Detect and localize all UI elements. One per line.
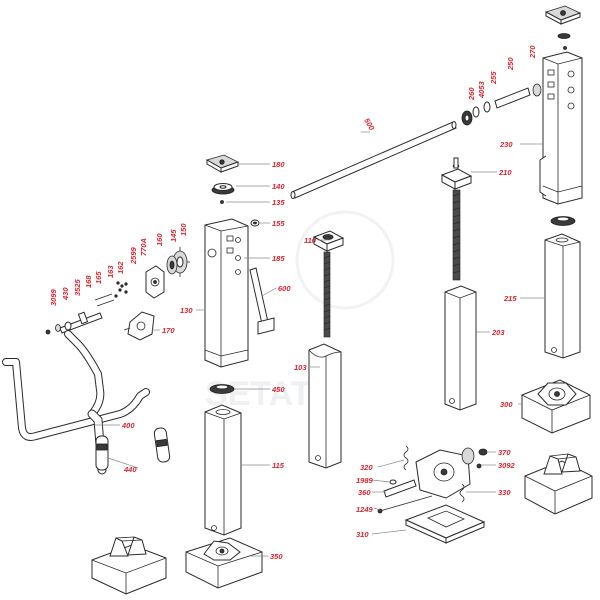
top-plate-180 bbox=[205, 154, 240, 173]
label-165: 165 bbox=[94, 271, 103, 284]
inner-tube-203 bbox=[444, 285, 477, 411]
label-1249: 1249 bbox=[356, 505, 374, 514]
label-360: 360 bbox=[358, 488, 371, 497]
label-3099: 3099 bbox=[49, 288, 58, 306]
handle-grip-440 bbox=[95, 427, 171, 471]
label-145: 145 bbox=[169, 229, 178, 242]
washer-right bbox=[550, 216, 576, 226]
label-210: 210 bbox=[498, 168, 512, 177]
lift-screw-short bbox=[323, 251, 331, 338]
label-440: 440 bbox=[123, 465, 137, 474]
bevel-gear-140 bbox=[211, 183, 235, 195]
label-203: 203 bbox=[491, 328, 505, 337]
foot-350 bbox=[185, 537, 263, 589]
spring-320 bbox=[403, 445, 409, 471]
label-430: 430 bbox=[61, 287, 70, 301]
label-150: 150 bbox=[179, 223, 188, 236]
label-168: 168 bbox=[84, 275, 93, 288]
gear-145 bbox=[166, 255, 178, 275]
small-hardware-cluster bbox=[94, 281, 128, 307]
label-450: 450 bbox=[271, 385, 285, 394]
shaft-hardware-right bbox=[461, 83, 542, 126]
wheel-bracket bbox=[415, 447, 475, 499]
label-215: 215 bbox=[503, 294, 517, 303]
inner-tube-215 bbox=[544, 233, 581, 359]
pin-135 bbox=[220, 200, 224, 204]
nut-370 bbox=[478, 448, 488, 456]
label-270: 270 bbox=[528, 45, 537, 59]
leader-lines bbox=[95, 131, 545, 557]
pin-360 bbox=[383, 479, 417, 498]
housing-cover-160 bbox=[145, 265, 165, 299]
label-500: 500 bbox=[362, 117, 376, 133]
lift-screw-long bbox=[452, 189, 461, 281]
label-130: 130 bbox=[180, 306, 193, 315]
crank-block-170 bbox=[123, 311, 155, 341]
label-770a: 770A bbox=[139, 238, 148, 256]
washer-3092 bbox=[476, 463, 482, 469]
foot-left bbox=[91, 536, 167, 595]
label-135: 135 bbox=[272, 198, 285, 207]
label-4053: 4053 bbox=[477, 80, 486, 99]
label-300: 300 bbox=[500, 400, 513, 409]
part-labels: 180 140 135 155 185 600 110 130 170 103 … bbox=[49, 45, 537, 561]
bolt-1249 bbox=[377, 495, 433, 514]
swivel-foot-300 bbox=[521, 379, 591, 434]
label-350: 350 bbox=[270, 552, 283, 561]
input-shaft-assembly bbox=[45, 311, 103, 335]
washer-450 bbox=[209, 384, 235, 394]
bushing-1989 bbox=[389, 479, 397, 485]
label-250: 250 bbox=[506, 57, 515, 71]
label-1989: 1989 bbox=[356, 476, 374, 485]
label-115: 115 bbox=[272, 461, 285, 470]
label-255: 255 bbox=[489, 71, 498, 85]
label-400: 400 bbox=[121, 421, 135, 430]
label-160: 160 bbox=[155, 233, 164, 246]
inner-tube-103 bbox=[308, 343, 342, 469]
lower-leg-tube-115 bbox=[204, 404, 242, 536]
bushing-155 bbox=[250, 219, 260, 227]
bracket-600 bbox=[249, 267, 275, 335]
label-310: 310 bbox=[356, 530, 369, 539]
label-103: 103 bbox=[294, 363, 307, 372]
gearbox-housing-230 bbox=[539, 51, 583, 205]
label-260: 260 bbox=[467, 87, 476, 101]
label-163: 163 bbox=[106, 265, 115, 278]
gear-nut-210 bbox=[440, 157, 473, 190]
label-110: 110 bbox=[304, 236, 317, 245]
label-180: 180 bbox=[272, 160, 285, 169]
label-140: 140 bbox=[272, 182, 285, 191]
label-320: 320 bbox=[360, 463, 373, 472]
label-155: 155 bbox=[272, 219, 285, 228]
label-330: 330 bbox=[498, 488, 511, 497]
base-plate-310 bbox=[404, 504, 486, 544]
foot-right-lower bbox=[524, 453, 593, 515]
gear-nut-110 bbox=[312, 230, 345, 252]
label-600: 600 bbox=[278, 284, 291, 293]
label-170: 170 bbox=[162, 326, 175, 335]
gearbox-housing-130 bbox=[204, 218, 249, 368]
cross-shaft-500 bbox=[290, 121, 457, 199]
label-3092: 3092 bbox=[498, 461, 516, 470]
label-2599: 2599 bbox=[129, 246, 138, 265]
label-230: 230 bbox=[499, 140, 513, 149]
label-3525: 3525 bbox=[73, 278, 82, 296]
crank-handle-400 bbox=[2, 330, 150, 475]
top-plate-right bbox=[544, 5, 582, 50]
label-185: 185 bbox=[272, 254, 285, 263]
label-162: 162 bbox=[116, 261, 125, 274]
spring-330 bbox=[459, 483, 465, 503]
label-370: 370 bbox=[498, 448, 511, 457]
